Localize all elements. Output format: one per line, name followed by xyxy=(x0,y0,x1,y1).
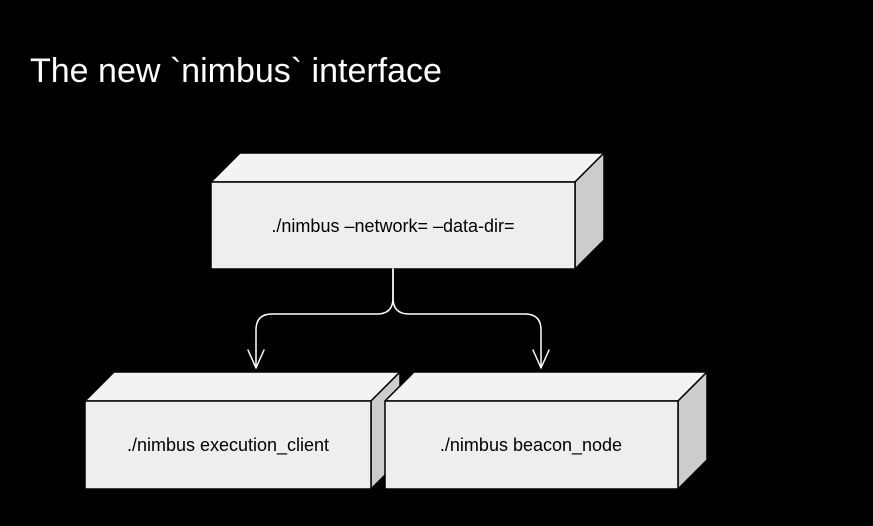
root-box-top-face xyxy=(210,152,605,183)
child-box-front-face xyxy=(384,400,679,490)
child-box-top-face xyxy=(84,371,401,402)
slide-title: The new `nimbus` interface xyxy=(30,52,442,90)
child-box-label-execution-client: ./nimbus execution_client xyxy=(127,435,329,456)
root-box-front-face xyxy=(210,181,576,270)
child-box-front-face xyxy=(84,400,372,490)
connector xyxy=(247,268,550,369)
child-box-beacon-node: ./nimbus beacon_node xyxy=(384,371,708,490)
arrowhead-left xyxy=(247,349,265,369)
connector-stem xyxy=(255,268,394,367)
child-box-execution-client: ./nimbus execution_client xyxy=(84,371,401,490)
root-box: ./nimbus –network= –data-dir= xyxy=(210,152,605,270)
connector-stem-right xyxy=(392,268,542,367)
root-box-label: ./nimbus –network= –data-dir= xyxy=(271,216,514,236)
child-box-top-face xyxy=(384,371,708,402)
arrowhead-right xyxy=(532,349,550,369)
child-box-label-beacon-node: ./nimbus beacon_node xyxy=(440,435,622,456)
